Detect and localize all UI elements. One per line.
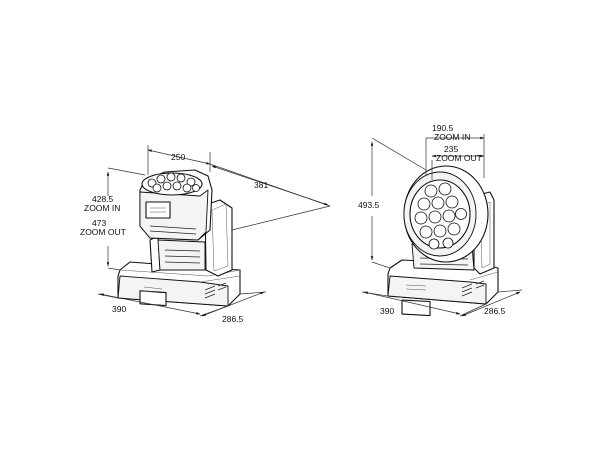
- left-dim-base-width: 390: [112, 304, 126, 314]
- right-dim-head-zoom-out-value: 235: [444, 144, 458, 154]
- right-dim-head-zoom-in-value: 190.5: [432, 123, 454, 133]
- right-base-display: [401, 299, 431, 317]
- right-dim-base-depth: 286.5: [484, 306, 506, 316]
- right-dimensions: 190.5 ZOOM IN 235 ZOOM OUT 493.5 390 286…: [358, 123, 523, 317]
- right-dim-head-zoom-out-label: ZOOM OUT: [436, 153, 482, 163]
- right-dim-base-width: 390: [380, 306, 394, 316]
- left-fixture: [117, 169, 241, 307]
- left-dim-height-zoom-out-value: 473: [92, 218, 106, 228]
- left-fixture-head: [139, 169, 213, 241]
- left-dim-depth: 381: [254, 180, 268, 190]
- left-dim-height-zoom-in-value: 428.5: [92, 194, 114, 204]
- left-dimensions: 250 381 428.5 ZOOM IN 473 ZOOM OUT 390 2…: [80, 145, 331, 324]
- left-dim-height-zoom-in-label: ZOOM IN: [84, 203, 120, 213]
- left-base-display: [139, 290, 167, 307]
- left-fixture-yoke: [149, 199, 233, 277]
- right-dim-total-height: 493.5: [358, 200, 380, 210]
- left-dim-top-width: 250: [171, 152, 185, 162]
- left-dim-base-depth: 286.5: [222, 314, 244, 324]
- left-dim-height-zoom-out-label: ZOOM OUT: [80, 227, 126, 237]
- right-dim-head-zoom-in-label: ZOOM IN: [434, 132, 470, 142]
- right-fixture: [387, 165, 499, 317]
- right-fixture-head: [403, 165, 489, 263]
- left-head-panel: [145, 201, 171, 219]
